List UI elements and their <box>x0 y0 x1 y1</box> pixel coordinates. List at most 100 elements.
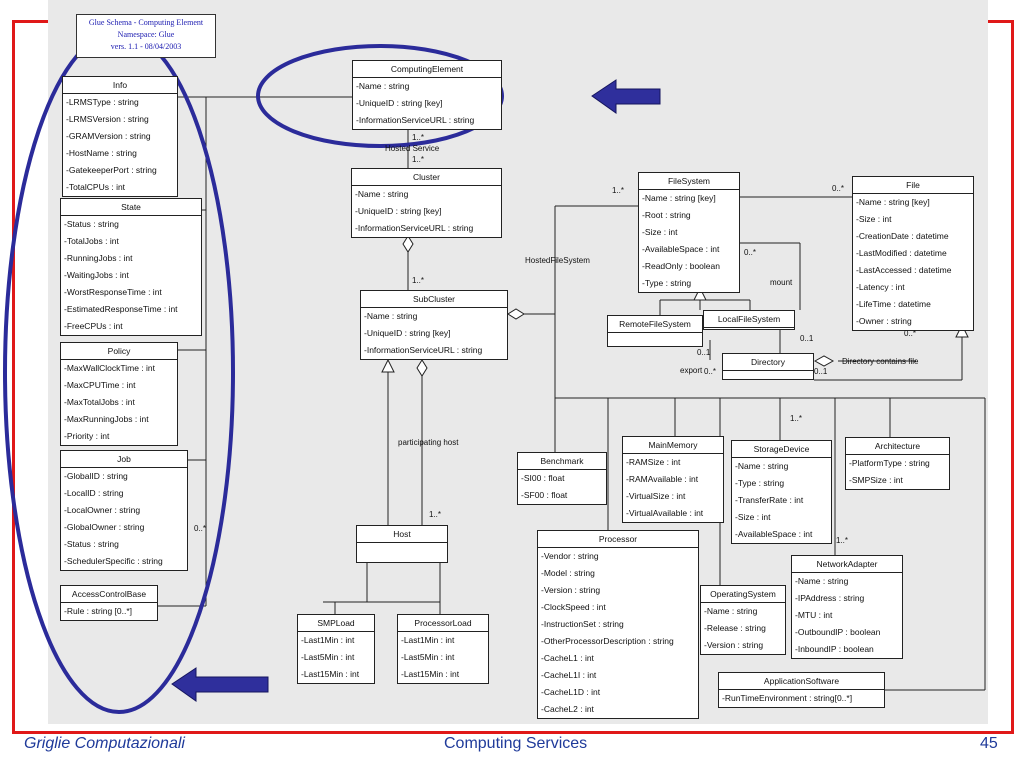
class-attribute: -RunningJobs : int <box>64 253 133 263</box>
class-attribute: -MaxRunningJobs : int <box>64 414 149 424</box>
class-title: MainMemory <box>623 437 723 454</box>
class-attribute: -Last5Min : int <box>401 652 455 662</box>
label-multiplicity: 1..* <box>836 536 849 545</box>
label-hosted-filesystem: HostedFileSystem <box>525 256 590 265</box>
class-attribute: -Version : string <box>704 640 764 650</box>
class-attribute: -GlobalOwner : string <box>64 522 145 532</box>
class-attribute: -AvailableSpace : int <box>642 244 720 254</box>
class-title: Benchmark <box>518 453 606 470</box>
class-title: StorageDevice <box>732 441 831 458</box>
label-hosted-service: Hosted Service <box>385 144 440 153</box>
class-benchmark: Benchmark-SI00 : float-SF00 : float <box>517 452 607 505</box>
label-multiplicity: 0..* <box>704 367 717 376</box>
class-attribute: -GatekeeperPort : string <box>66 165 157 175</box>
class-attribute: -CreationDate : datetime <box>856 231 949 241</box>
class-attribute: -TotalCPUs : int <box>66 182 126 192</box>
label-multiplicity: 0..1 <box>800 334 814 343</box>
class-attribute: -Name : string [key] <box>642 193 716 203</box>
class-attribute: -Last15Min : int <box>301 669 360 679</box>
class-title: Cluster <box>352 169 501 186</box>
label-multiplicity: 0..* <box>194 524 207 533</box>
class-attribute: -OutboundIP : boolean <box>795 627 881 637</box>
class-computingelement: ComputingElement-Name : string-UniqueID … <box>352 60 502 130</box>
class-attribute: -CacheL1I : int <box>541 670 597 680</box>
class-mainmemory: MainMemory-RAMSize : int-RAMAvailable : … <box>622 436 724 523</box>
class-attribute: -Name : string <box>356 81 410 91</box>
class-attribute: -Release : string <box>704 623 766 633</box>
label-multiplicity: 1..* <box>412 155 425 164</box>
class-directory: Directory <box>722 353 814 380</box>
class-attribute: -MaxWallClockTime : int <box>64 363 155 373</box>
class-attribute: -Vendor : string <box>541 551 599 561</box>
class-attribute: -EstimatedResponseTime : int <box>64 304 178 314</box>
class-attribute: -InboundIP : boolean <box>795 644 874 654</box>
class-attribute: -WaitingJobs : int <box>64 270 129 280</box>
class-attribute: -Size : int <box>856 214 892 224</box>
class-operatingsystem: OperatingSystem -Name : string -Release : … <box>700 585 786 655</box>
highlight-ellipse-ce <box>256 44 504 148</box>
class-attribute: -Type : string <box>642 278 692 288</box>
class-attribute: -MaxCPUTime : int <box>64 380 136 390</box>
class-attribute: -Model : string <box>541 568 595 578</box>
label-export: export <box>680 366 703 375</box>
class-title: NetworkAdapter <box>792 556 902 573</box>
class-attribute: -UniqueID : string [key] <box>364 328 451 338</box>
footer-course: Griglie Computazionali <box>24 735 185 752</box>
class-title: OperatingSystem <box>701 586 785 603</box>
label-multiplicity: 1..* <box>429 510 442 519</box>
class-title: Policy <box>61 343 177 360</box>
label-multiplicity: 1..* <box>612 186 625 195</box>
class-title: AccessControlBase <box>61 586 157 603</box>
class-attribute: -Type : string <box>735 478 785 488</box>
class-attribute: -LastModified : datetime <box>856 248 947 258</box>
class-attribute: -LifeTime : datetime <box>856 299 931 309</box>
class-attribute: -WorstResponseTime : int <box>64 287 162 297</box>
class-host: Host <box>356 525 448 563</box>
class-attribute: -MTU : int <box>795 610 833 620</box>
class-attribute: -Name : string <box>355 189 409 199</box>
class-title: ComputingElement <box>353 61 501 78</box>
schema-version: vers. 1.1 - 08/04/2003 <box>110 42 182 51</box>
class-title: Processor <box>538 531 698 548</box>
class-attribute: -CacheL2 : int <box>541 704 594 714</box>
class-attribute: -MaxTotalJobs : int <box>64 397 135 407</box>
class-attribute: -LocalID : string <box>64 488 124 498</box>
class-storagedevice: StorageDevice-Name : string-Type : strin… <box>731 440 832 544</box>
class-title: SMPLoad <box>298 615 374 632</box>
class-info: Info -LRMSType : string -LRMSVersion : str… <box>62 76 178 197</box>
class-attribute: -Last15Min : int <box>401 669 460 679</box>
class-cluster: Cluster-Name : string-UniqueID : string … <box>351 168 502 238</box>
class-architecture: Architecture-PlatformType : string-SMPSi… <box>845 437 950 490</box>
class-attribute: -VirtualAvailable : int <box>626 508 704 518</box>
class-title: File <box>853 177 973 194</box>
class-attribute: -HostName : string <box>66 148 137 158</box>
class-title: FileSystem <box>639 173 739 190</box>
class-attribute: -Version : string <box>541 585 601 595</box>
class-attribute: -Root : string <box>642 210 691 220</box>
class-title: SubCluster <box>361 291 507 308</box>
class-filesystem: FileSystem -Name : string [key] -Root : st… <box>638 172 740 293</box>
class-attribute: -RunTimeEnvironment : string[0..*] <box>722 693 853 703</box>
class-attribute: -TransferRate : int <box>735 495 804 505</box>
class-title: LocalFileSystem <box>704 311 794 328</box>
class-attribute: -InstructionSet : string <box>541 619 624 629</box>
class-attribute: -Size : int <box>735 512 771 522</box>
class-title: Architecture <box>846 438 949 455</box>
class-attribute: -LRMSVersion : string <box>66 114 149 124</box>
class-policy: Policy -MaxWallClockTime : int -MaxCPUTime… <box>60 342 178 446</box>
schema-title: Glue Schema - Computing Element <box>88 18 204 27</box>
class-title: Info <box>63 77 177 94</box>
label-multiplicity: 0..* <box>832 184 845 193</box>
class-attribute: -Name : string <box>704 606 758 616</box>
class-state: State-Status : string-TotalJobs : int-Ru… <box>60 198 202 336</box>
class-attribute: -TotalJobs : int <box>64 236 119 246</box>
class-attribute: -LRMSType : string <box>66 97 139 107</box>
label-multiplicity: 1..* <box>790 414 803 423</box>
class-attribute: -Status : string <box>64 219 119 229</box>
label-multiplicity: 1..* <box>412 276 425 285</box>
class-attribute: -FreeCPUs : int <box>64 321 123 331</box>
class-title: Job <box>61 451 187 468</box>
class-networkadapter: NetworkAdapter-Name : string-IPAddress :… <box>791 555 903 659</box>
class-localfilesystem: LocalFileSystem <box>703 310 795 330</box>
